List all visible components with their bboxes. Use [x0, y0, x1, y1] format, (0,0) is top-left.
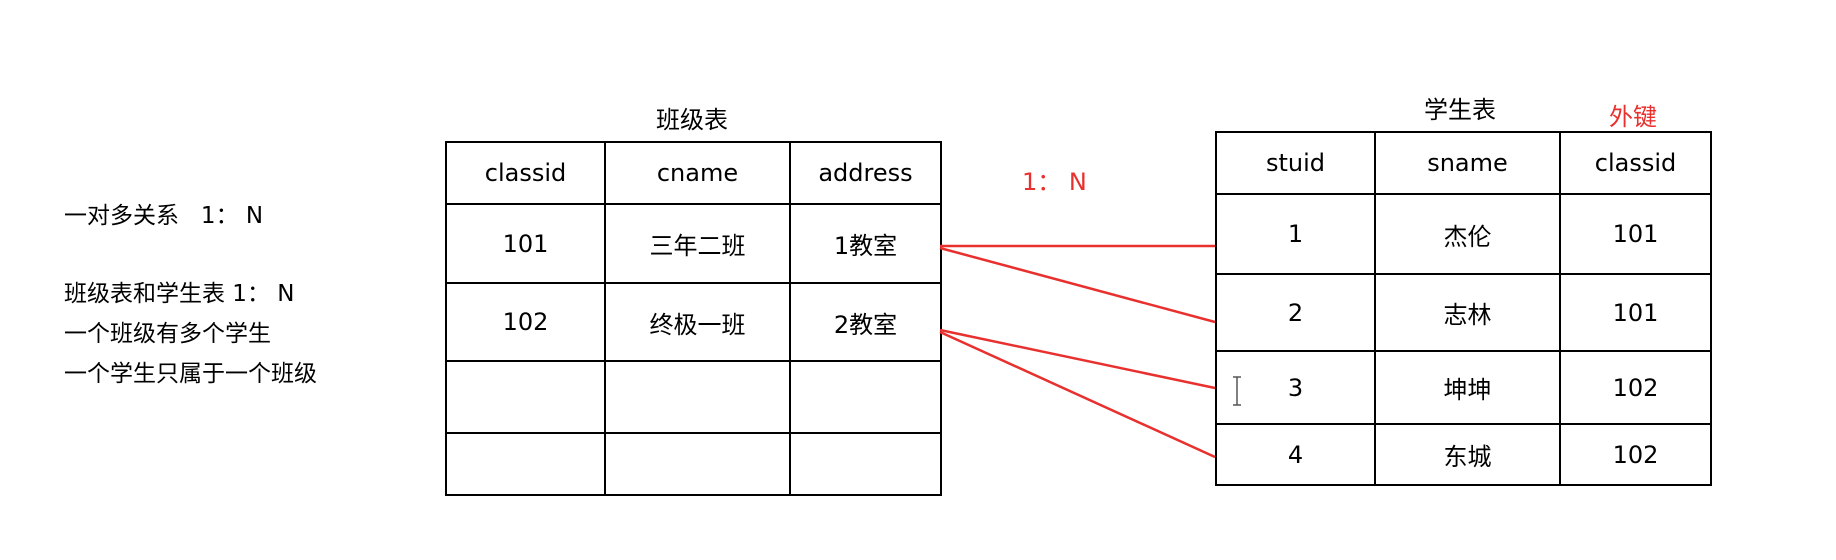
student-cell: 101 [1559, 193, 1712, 275]
student-header-classid: classid [1559, 131, 1712, 195]
student-cell: 4 [1215, 423, 1376, 486]
table-row: 102 终极一班 2教室 [445, 282, 942, 362]
class-cell: 102 [445, 282, 606, 362]
class-header-classid: classid [445, 141, 606, 205]
class-cell [789, 432, 942, 496]
table-row: 1 杰伦 101 [1215, 193, 1712, 275]
student-cell: 102 [1559, 423, 1712, 486]
student-cell: 志林 [1374, 273, 1561, 352]
class-cell: 2教室 [789, 282, 942, 362]
class-cell [789, 360, 942, 434]
class-table-title: 班级表 [656, 106, 728, 134]
class-cell: 1教室 [789, 203, 942, 284]
student-cell: 东城 [1374, 423, 1561, 486]
student-cell: 101 [1559, 273, 1712, 352]
relationship-notes: 一对多关系 1： N 班级表和学生表 1： N 一个班级有多个学生 一个学生只属… [64, 196, 317, 394]
table-row [445, 360, 942, 434]
student-header-sname: sname [1374, 131, 1561, 195]
foreign-key-label: 外键 [1609, 103, 1657, 131]
table-row: 3 坤坤 102 [1215, 350, 1712, 425]
class-cell: 101 [445, 203, 606, 284]
class-cell [445, 432, 606, 496]
class-cell [604, 360, 791, 434]
student-header-stuid: stuid [1215, 131, 1376, 195]
class-header-address: address [789, 141, 942, 205]
table-row: 4 东城 102 [1215, 423, 1712, 486]
student-cell: 2 [1215, 273, 1376, 352]
class-table-header-row: classid cname address [445, 141, 942, 205]
note-class-has-many: 一个班级有多个学生 [64, 321, 271, 347]
link-102-to-student-3 [939, 328, 1216, 390]
class-header-cname: cname [604, 141, 791, 205]
link-102-to-student-4 [939, 330, 1216, 459]
student-cell: 杰伦 [1374, 193, 1561, 275]
student-cell: 1 [1215, 193, 1376, 275]
note-student-belongs-one: 一个学生只属于一个班级 [64, 361, 317, 387]
student-cell: 坤坤 [1374, 350, 1561, 425]
class-cell: 三年二班 [604, 203, 791, 284]
link-101-to-student-2 [939, 246, 1216, 324]
student-table: stuid sname classid 1 杰伦 101 2 志林 101 3 … [1215, 131, 1712, 486]
relation-ratio-label: 1： N [1022, 168, 1087, 196]
student-cell: 3 [1215, 350, 1376, 425]
student-cell: 102 [1559, 350, 1712, 425]
table-row [445, 432, 942, 496]
text-cursor-icon [1233, 376, 1241, 406]
table-row: 2 志林 101 [1215, 273, 1712, 352]
class-table: classid cname address 101 三年二班 1教室 102 终… [445, 141, 942, 496]
class-cell: 终极一班 [604, 282, 791, 362]
note-one-to-many: 一对多关系 1： N [64, 203, 264, 229]
table-row: 101 三年二班 1教室 [445, 203, 942, 284]
student-table-header-row: stuid sname classid [1215, 131, 1712, 195]
student-table-title: 学生表 [1424, 96, 1496, 124]
class-cell [604, 432, 791, 496]
class-cell [445, 360, 606, 434]
note-tables-ratio: 班级表和学生表 1： N [64, 281, 295, 307]
